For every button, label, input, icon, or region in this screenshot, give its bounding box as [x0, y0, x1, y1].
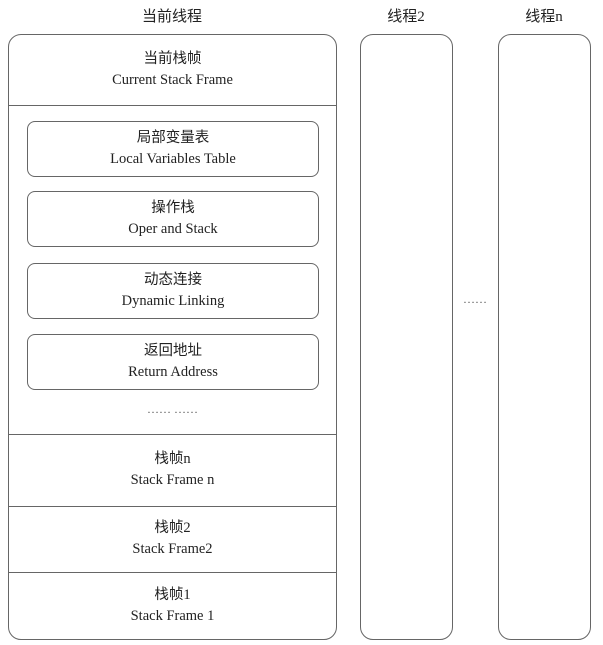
stack-frame-1: 栈帧1 Stack Frame 1 — [9, 572, 336, 639]
label-zh: 动态连接 — [144, 272, 202, 288]
label-zh: 操作栈 — [151, 200, 195, 216]
inner-ellipsis: …… …… — [147, 401, 198, 416]
label-zh: 返回地址 — [144, 343, 202, 359]
divider — [9, 105, 336, 106]
label-zh: 栈帧n — [154, 451, 191, 467]
dynamic-linking: 动态连接 Dynamic Linking — [27, 263, 319, 319]
current-thread-stack: 当前栈帧 Current Stack Frame 局部变量表 Local Var… — [8, 34, 337, 640]
label-zh: 栈帧2 — [154, 520, 191, 536]
label-en: Stack Frame2 — [132, 541, 213, 557]
label-en: Stack Frame n — [130, 472, 215, 488]
divider — [9, 506, 336, 507]
label-en: Oper and Stack — [128, 221, 218, 237]
label-en: Local Variables Table — [110, 151, 236, 167]
label-zh: 栈帧1 — [154, 586, 191, 603]
threads-ellipsis: …… — [463, 292, 487, 306]
threadn-stack — [498, 34, 591, 640]
current-frame-zh: 当前栈帧 — [143, 51, 202, 67]
label-zh: 局部变量表 — [136, 130, 210, 146]
operand-stack: 操作栈 Oper and Stack — [27, 191, 319, 247]
label-en: Return Address — [128, 364, 218, 380]
thread2-title: 线程2 — [387, 9, 425, 25]
return-address: 返回地址 Return Address — [27, 334, 319, 390]
divider — [9, 572, 336, 573]
current-stack-frame: 当前栈帧 Current Stack Frame — [9, 35, 336, 105]
thread2-stack — [360, 34, 453, 640]
divider — [9, 434, 336, 435]
label-en: Dynamic Linking — [121, 293, 225, 309]
current-thread-title: 当前线程 — [141, 9, 202, 25]
local-variables-table: 局部变量表 Local Variables Table — [27, 121, 319, 177]
threadn-title: 线程n — [525, 9, 563, 25]
stack-frame-2: 栈帧2 Stack Frame2 — [9, 506, 336, 572]
current-frame-en: Current Stack Frame — [112, 72, 233, 88]
label-en: Stack Frame 1 — [130, 607, 215, 624]
stack-frame-n: 栈帧n Stack Frame n — [9, 434, 336, 506]
